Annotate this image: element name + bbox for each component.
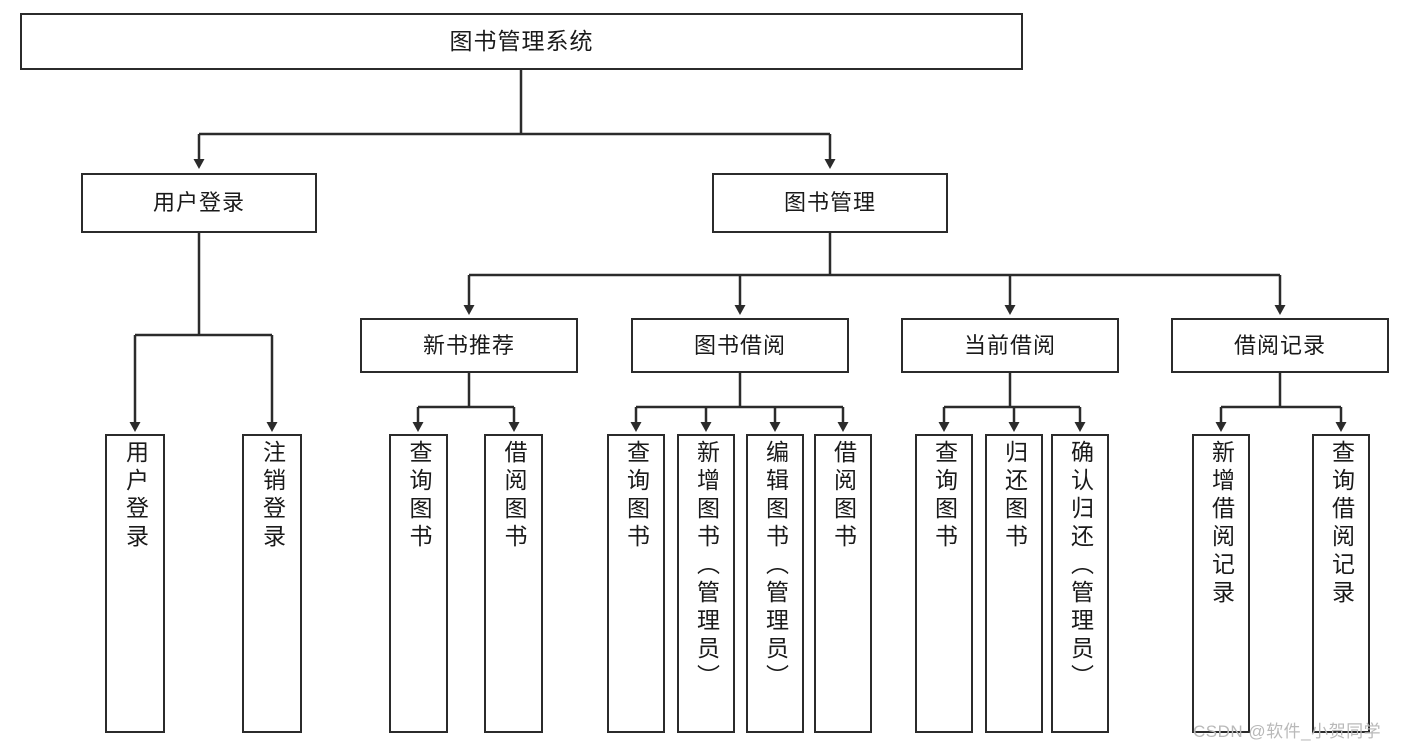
leaf-borrow-add-book-admin[interactable]: 新增图书（管理员） xyxy=(677,434,735,733)
node-label: 借阅记录 xyxy=(1233,332,1326,358)
node-root-book-management-system[interactable]: 图书管理系统 xyxy=(20,13,1023,70)
leaf-record-add-borrow-record[interactable]: 新增借阅记录 xyxy=(1192,434,1250,733)
leaf-current-confirm-return-admin[interactable]: 确认归还（管理员） xyxy=(1051,434,1109,733)
node-label: 查询图书 xyxy=(931,440,958,552)
node-label: 图书管理 xyxy=(783,190,876,216)
node-label: 借阅图书 xyxy=(830,440,857,552)
leaf-current-query-book[interactable]: 查询图书 xyxy=(915,434,973,733)
node-book-borrow[interactable]: 图书借阅 xyxy=(631,318,849,373)
node-label: 当前借阅 xyxy=(963,332,1056,358)
node-label: 注销登录 xyxy=(259,440,286,552)
node-label: 编辑图书（管理员） xyxy=(762,440,789,692)
node-label: 查询图书 xyxy=(406,440,432,552)
node-label: 新增图书（管理员） xyxy=(693,440,720,692)
node-label: 用户登录 xyxy=(152,190,245,216)
node-label: 新书推荐 xyxy=(422,332,515,358)
node-label: 用户登录 xyxy=(122,440,149,552)
node-label: 新增借阅记录 xyxy=(1208,440,1235,608)
node-label: 归还图书 xyxy=(1001,440,1028,552)
node-new-book-recommend[interactable]: 新书推荐 xyxy=(360,318,578,373)
csdn-watermark: CSDN @软件_小贺同学 xyxy=(1193,722,1382,741)
leaf-new-book-borrow[interactable]: 借阅图书 xyxy=(484,434,543,733)
node-user-login[interactable]: 用户登录 xyxy=(81,173,317,233)
node-book-management[interactable]: 图书管理 xyxy=(712,173,948,233)
node-label: 确认归还（管理员） xyxy=(1067,440,1094,692)
node-label: 图书借阅 xyxy=(693,332,786,358)
leaf-user-login-login[interactable]: 用户登录 xyxy=(105,434,165,733)
leaf-user-login-logout[interactable]: 注销登录 xyxy=(242,434,302,733)
leaf-borrow-query-book[interactable]: 查询图书 xyxy=(607,434,665,733)
leaf-borrow-borrow-book[interactable]: 借阅图书 xyxy=(814,434,872,733)
node-label: 图书管理系统 xyxy=(449,27,594,54)
node-label: 借阅图书 xyxy=(501,440,527,552)
leaf-current-return-book[interactable]: 归还图书 xyxy=(985,434,1043,733)
node-label: 查询借阅记录 xyxy=(1328,440,1355,608)
node-current-borrow[interactable]: 当前借阅 xyxy=(901,318,1119,373)
node-borrow-record[interactable]: 借阅记录 xyxy=(1171,318,1389,373)
leaf-record-query-borrow-record[interactable]: 查询借阅记录 xyxy=(1312,434,1370,733)
node-label: 查询图书 xyxy=(623,440,650,552)
leaf-borrow-edit-book-admin[interactable]: 编辑图书（管理员） xyxy=(746,434,804,733)
leaf-new-book-query[interactable]: 查询图书 xyxy=(389,434,448,733)
